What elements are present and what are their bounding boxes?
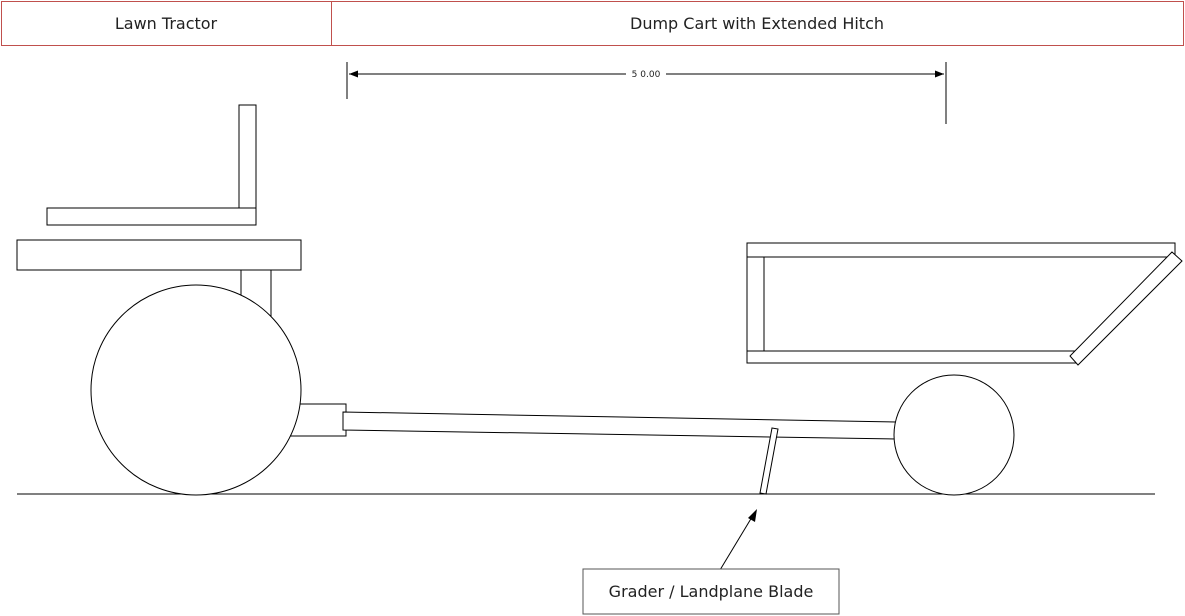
seat-back: [238, 104, 257, 226]
cart-rear-slope: [1069, 251, 1183, 366]
tractor-rear-wheel: [90, 284, 302, 496]
grader-blade: [759, 427, 779, 495]
header-cell-lawn-tractor: [1, 1, 332, 46]
cart-bottom-rail: [746, 350, 1078, 364]
cart-wheel: [893, 374, 1015, 496]
header-bar: Lawn Tractor Dump Cart with Extended Hit…: [1, 1, 1184, 46]
callout-box: [582, 568, 840, 615]
dimension-arrow-right: [935, 70, 944, 78]
dimension-arrow-left: [349, 70, 358, 78]
tractor-deck: [16, 239, 302, 271]
seat-base: [46, 207, 257, 226]
header-cell-dump-cart: [331, 1, 1184, 46]
lawn-tractor: [16, 104, 347, 496]
dimension-marker: [346, 62, 947, 124]
dimension-label: 5 0.00: [632, 70, 661, 80]
callout-arrowhead: [748, 509, 757, 522]
dump-cart: [746, 242, 1183, 496]
header-label-lawn-tractor: Lawn Tractor: [115, 14, 218, 33]
callout-leader: [719, 516, 753, 571]
callout-label: Grader / Landplane Blade: [609, 582, 814, 601]
blade-callout: Grader / Landplane Blade: [582, 509, 840, 615]
extended-hitch-tongue: [342, 411, 897, 440]
cart-front-post: [746, 256, 765, 364]
header-label-dump-cart: Dump Cart with Extended Hitch: [630, 14, 884, 33]
cart-top-rail: [746, 242, 1176, 258]
